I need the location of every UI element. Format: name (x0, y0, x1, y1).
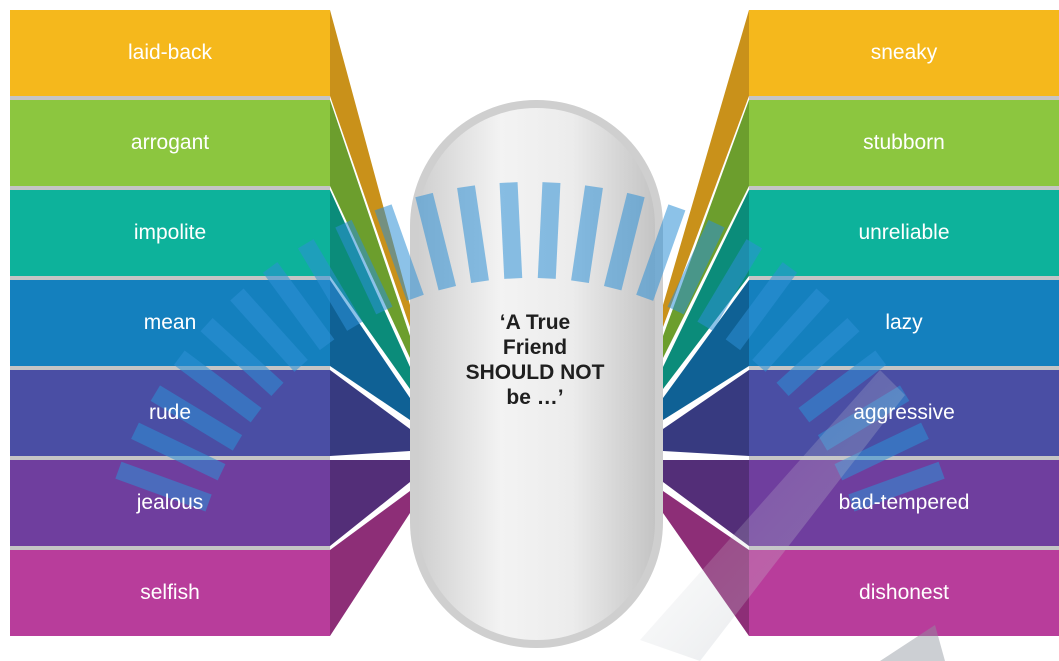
center-line-1: ‘A True (430, 310, 640, 335)
center-line-3: SHOULD NOT (430, 360, 640, 385)
band-separator (749, 276, 1059, 280)
left-label-item: mean (10, 311, 330, 335)
band-separator (749, 546, 1059, 550)
band-separator (10, 186, 330, 190)
band-separator (10, 546, 330, 550)
band-separator (10, 96, 330, 100)
band-separator (749, 456, 1059, 460)
center-line-4: be …’ (430, 385, 640, 410)
center-line-2: Friend (430, 335, 640, 360)
band-separator (749, 96, 1059, 100)
right-label-item: lazy (749, 311, 1059, 335)
band-separator (10, 366, 330, 370)
band-separator (749, 186, 1059, 190)
right-label-item: sneaky (749, 41, 1059, 65)
right-label-item: aggressive (749, 401, 1059, 425)
left-label-item: laid-back (10, 41, 330, 65)
left-label-item: selfish (10, 581, 330, 605)
left-label-item: impolite (10, 221, 330, 245)
left-label-item: rude (10, 401, 330, 425)
left-label-item: jealous (10, 491, 330, 515)
left-label-item: arrogant (10, 131, 330, 155)
right-label-item: dishonest (749, 581, 1059, 605)
center-heading: ‘A True Friend SHOULD NOT be …’ (430, 310, 640, 410)
right-label-item: stubborn (749, 131, 1059, 155)
right-label-item: bad-tempered (749, 491, 1059, 515)
right-label-item: unreliable (749, 221, 1059, 245)
